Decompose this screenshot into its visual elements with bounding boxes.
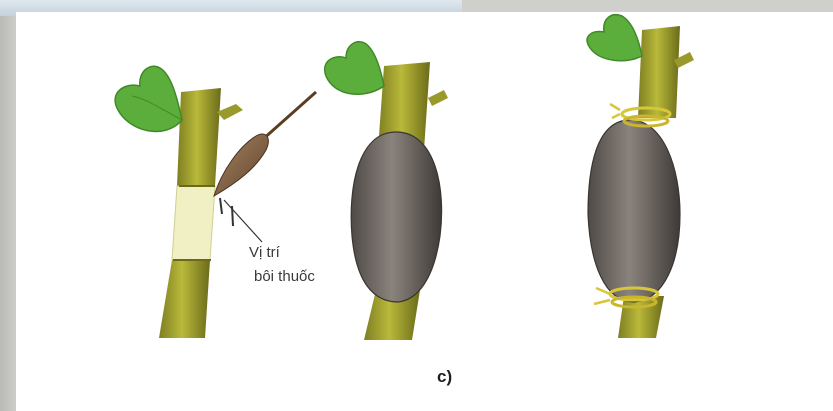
label-boi-thuoc: bôi thuốc xyxy=(254,267,315,286)
stem-3-upper xyxy=(638,26,680,118)
stem-1-leaf xyxy=(115,66,182,131)
label-vi-tri: Vị trí xyxy=(249,243,280,262)
stem-1-bark-ring xyxy=(172,186,215,260)
stem-3-wrap xyxy=(588,120,680,302)
stem-2-wrap xyxy=(351,132,441,302)
stem-1-twig xyxy=(217,104,243,120)
stem-1-ringed xyxy=(115,66,316,338)
figure-caption: c) xyxy=(437,367,452,387)
label-pointer-line xyxy=(224,200,262,242)
stem-2-twig xyxy=(428,90,448,106)
stem-1-lower xyxy=(159,260,210,338)
stem-2-leaf xyxy=(325,42,384,95)
stem-2-wrapped xyxy=(325,42,448,340)
stem-3-tied xyxy=(587,15,694,338)
stem-1-upper xyxy=(177,88,221,186)
stem-3-leaf xyxy=(587,15,642,61)
